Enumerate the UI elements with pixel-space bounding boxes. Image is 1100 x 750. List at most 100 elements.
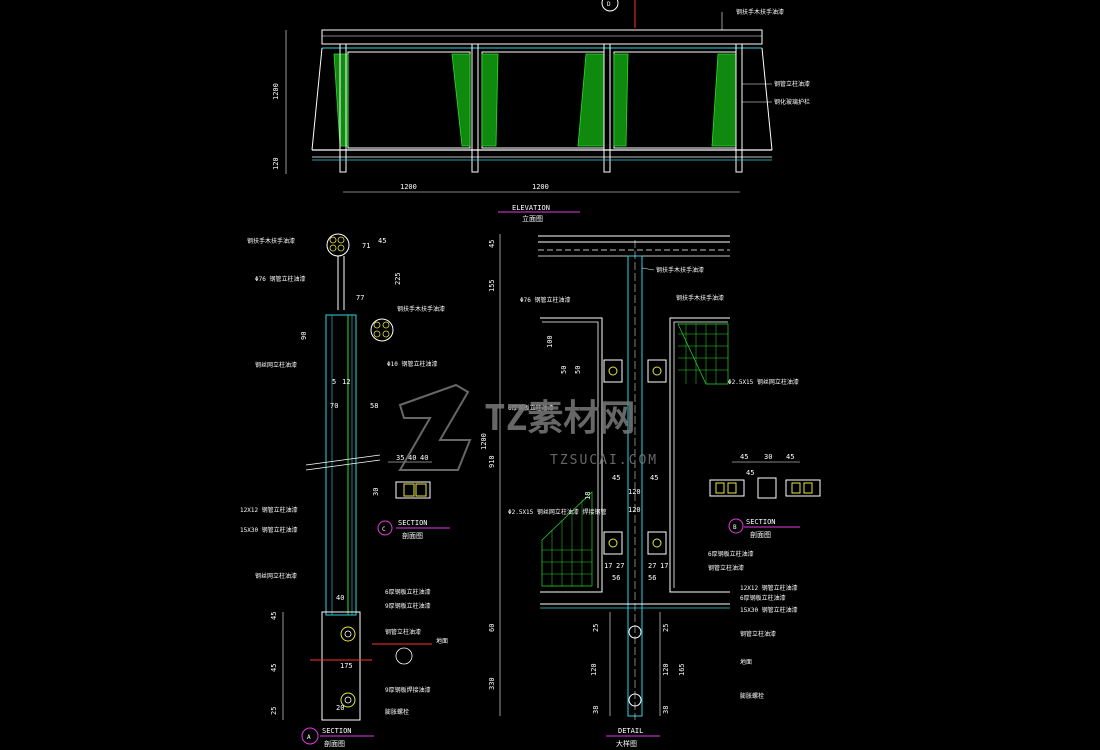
detail-mesh-left bbox=[541, 491, 593, 587]
detail-dim-45: 45 bbox=[488, 240, 496, 248]
section-b-dim-2: 30 bbox=[764, 453, 772, 461]
detail-dim-18: 18 bbox=[584, 492, 592, 500]
top-marker-circle bbox=[601, 0, 619, 12]
section-a-dim-top-2: 45 bbox=[378, 237, 386, 245]
watermark-brand: TZ素材网 bbox=[484, 398, 635, 439]
detail-dim-38b: 38 bbox=[662, 706, 670, 714]
detail-label-9: 12X12 钢管立柱油漆 bbox=[740, 584, 798, 592]
section-a-dim-225: 225 bbox=[394, 272, 402, 285]
elevation-label-2: 钢管立柱油漆 bbox=[774, 80, 810, 88]
section-c-profile bbox=[395, 481, 431, 499]
elevation-dim-span-1: 1200 bbox=[400, 183, 417, 191]
elevation-label-3: 钢化玻璃护栏 bbox=[774, 98, 810, 106]
section-a-dim-45: 45 bbox=[270, 612, 278, 620]
section-c-dim-1: 35 bbox=[396, 454, 404, 462]
detail-plates bbox=[603, 359, 667, 555]
section-c-title: SECTION bbox=[398, 519, 428, 527]
section-a-dim-row-1: 5 bbox=[332, 378, 336, 386]
section-a-dim-175: 45 bbox=[270, 664, 278, 672]
detail-dim-25b: 25 bbox=[662, 624, 670, 632]
section-b-marker-circle bbox=[728, 518, 744, 534]
section-a-label-12: 9厚钢板焊接油漆 bbox=[385, 686, 431, 694]
detail-label-5: 6厚钢板立柱油漆 bbox=[508, 404, 554, 412]
section-a-subtitle: 剖面图 bbox=[324, 739, 345, 748]
section-a-marker-circle bbox=[301, 727, 319, 745]
detail-label-1: 钢扶手木扶手油漆 bbox=[656, 266, 704, 274]
section-a-dim-58: 70 bbox=[330, 402, 338, 410]
section-a-dim-20: 20 bbox=[336, 704, 344, 712]
detail-dim-120c: 120 bbox=[590, 663, 598, 676]
detail-label-8: 钢管立柱油漆 bbox=[708, 564, 744, 572]
section-b-subtitle: 剖面图 bbox=[750, 530, 771, 539]
section-a-handrail-circle-2 bbox=[370, 318, 394, 342]
section-a-base bbox=[321, 611, 361, 721]
section-a-post bbox=[325, 314, 357, 616]
detail-label-6: Φ2.5X15 钢丝网立柱油漆 焊接钢管 bbox=[508, 508, 607, 516]
section-a-label-5: 钢丝网立柱油漆 bbox=[255, 361, 297, 369]
detail-dim-17b: 17 bbox=[660, 562, 668, 570]
section-c-dim-3: 40 bbox=[420, 454, 428, 462]
detail-dim-56a: 56 bbox=[612, 574, 620, 582]
detail-dim-120d: 120 bbox=[662, 663, 670, 676]
elevation-title: ELEVATION bbox=[512, 204, 550, 212]
section-a-marker: A bbox=[307, 734, 311, 741]
elevation-dim-base: 120 bbox=[272, 157, 280, 170]
section-a-label-3: 钢扶手木扶手油漆 bbox=[397, 305, 445, 313]
section-c-marker-circle bbox=[377, 520, 393, 536]
detail-dim-50b: 50 bbox=[574, 366, 582, 374]
detail-dim-27b: 27 bbox=[648, 562, 656, 570]
detail-label-2: 钢扶手木扶手油漆 bbox=[676, 294, 724, 302]
section-a-dim-70: 58 bbox=[370, 402, 378, 410]
frame-left-slant bbox=[311, 47, 323, 151]
detail-dim-165: 165 bbox=[678, 663, 686, 676]
section-a-label-10: 9厚钢板立柱油漆 bbox=[385, 602, 431, 610]
detail-label-12: 钢管立柱油漆 bbox=[740, 630, 776, 638]
section-a-title: SECTION bbox=[322, 727, 352, 735]
section-a-view: 45 45 25 71 45 77 225 90 5 12 70 58 40 1… bbox=[240, 233, 448, 748]
detail-dim-50a: 50 bbox=[560, 366, 568, 374]
section-a-dim-77: 77 bbox=[356, 294, 364, 302]
detail-label-14: 膨胀螺栓 bbox=[740, 692, 764, 700]
section-a-label-9: 6厚钢板立柱油漆 bbox=[385, 588, 431, 596]
section-b-view: 45 30 45 45 B SECTION 剖面图 bbox=[709, 453, 821, 539]
section-a-floor-label: 地面 bbox=[436, 637, 448, 645]
detail-dim-100: 100 bbox=[546, 335, 554, 348]
section-a-label-7: 15X30 钢管立柱油漆 bbox=[240, 526, 298, 534]
elevation-dim-span-2: 1200 bbox=[532, 183, 549, 191]
section-c-dim-4: 30 bbox=[372, 488, 380, 496]
elevation-subtitle: 立面图 bbox=[522, 214, 543, 223]
elevation-mesh-left bbox=[333, 53, 737, 147]
section-b-title: SECTION bbox=[746, 518, 776, 526]
section-a-dim-45b: 175 bbox=[340, 662, 353, 670]
section-a-dim-58b: 40 bbox=[336, 594, 344, 602]
section-a-label-6: 12X12 钢管立柱油漆 bbox=[240, 506, 298, 514]
section-b-marker: B bbox=[733, 524, 737, 531]
detail-label-4: Φ2.5X15 钢丝网立柱油漆 bbox=[728, 378, 799, 386]
detail-dim-17a: 17 bbox=[604, 562, 612, 570]
detail-mesh-right bbox=[677, 323, 729, 385]
detail-subtitle: 大样图 bbox=[616, 739, 637, 748]
detail-dim-60: 60 bbox=[488, 624, 496, 632]
watermark-url: TZSUCAI.COM bbox=[550, 453, 658, 468]
watermark-logo-icon bbox=[398, 383, 472, 471]
detail-view: 45 155 1200 910 60 330 100 50 50 45 45 1… bbox=[480, 234, 799, 748]
section-a-label-2: Φ76 钢管立柱油漆 bbox=[255, 275, 305, 283]
section-a-label-8: 钢丝网立柱油漆 bbox=[255, 572, 297, 580]
section-c-marker: C bbox=[382, 526, 386, 533]
elevation-label-1: 钢扶手木扶手油漆 bbox=[736, 8, 784, 16]
section-c-dim-2: 40 bbox=[408, 454, 416, 462]
elevation-dim-height: 1200 bbox=[272, 83, 280, 100]
section-a-dim-90: 90 bbox=[300, 332, 308, 340]
section-b-dim-4: 45 bbox=[746, 469, 754, 477]
detail-dim-38a: 38 bbox=[592, 706, 600, 714]
detail-dim-27a: 27 bbox=[616, 562, 624, 570]
detail-dim-330: 330 bbox=[488, 677, 496, 690]
detail-dim-155: 155 bbox=[488, 279, 496, 292]
section-a-dim-25: 25 bbox=[270, 707, 278, 715]
frame-right-slant bbox=[761, 47, 773, 151]
section-b-profile-center bbox=[757, 477, 777, 499]
section-c-subtitle: 剖面图 bbox=[402, 531, 423, 540]
detail-label-11: 15X30 钢管立柱油漆 bbox=[740, 606, 798, 614]
detail-dim-1200: 1200 bbox=[480, 433, 488, 450]
